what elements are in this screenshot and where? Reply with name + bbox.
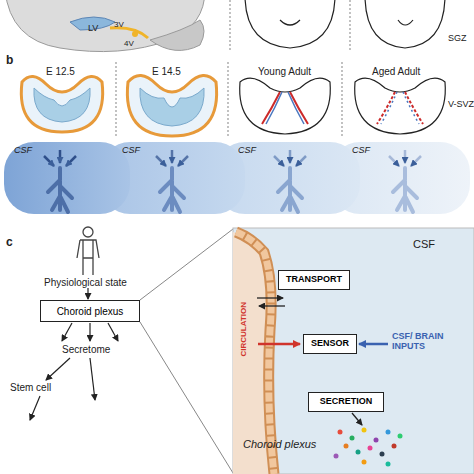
text-label: b <box>6 54 13 67</box>
embryo-section <box>21 75 216 136</box>
adult-section <box>116 62 445 138</box>
function-box: SECRETION <box>308 392 384 412</box>
box-text: SENSOR <box>311 339 349 349</box>
process-box: Choroid plexus <box>40 300 140 322</box>
csf-strip <box>4 142 470 214</box>
box-text: TRANSPORT <box>286 275 342 285</box>
inset-arrow <box>257 298 388 425</box>
coronal-section <box>230 0 445 50</box>
stem-cell <box>48 168 417 212</box>
text-label: Stem cell <box>10 382 51 393</box>
text-label: Secretome <box>62 344 110 355</box>
text-label: CIRCULATION <box>240 302 249 357</box>
text-label: 3V <box>114 21 124 30</box>
box-text: Choroid plexus <box>57 306 124 317</box>
text-label: CSF <box>238 146 256 156</box>
box-text: SECRETION <box>320 397 373 407</box>
text-label: 4V <box>124 40 134 49</box>
person-icon <box>77 227 99 275</box>
text-label: SGZ <box>448 34 467 44</box>
region-label: Choroid plexus <box>243 438 316 450</box>
text-label: LV <box>88 24 98 34</box>
function-box: SENSOR <box>303 334 357 354</box>
choroid-inset <box>233 228 474 474</box>
text-label: Young Adult <box>258 66 311 77</box>
text-label: Aged Adult <box>372 66 420 77</box>
text-label: CSF <box>352 146 370 156</box>
text-label: CSF <box>14 146 32 156</box>
text-label: V-SVZ <box>448 100 474 110</box>
text-label: E 14.5 <box>152 66 181 77</box>
sagittal-brain <box>5 0 205 52</box>
text-label: Physiological state <box>44 277 127 288</box>
inset-panel: CSF Choroid plexus TRANSPORT SENSOR SECRETIO… <box>233 228 474 474</box>
secreted-factors <box>334 428 403 467</box>
text-label: E 12.5 <box>46 66 75 77</box>
function-box: TRANSPORT <box>278 270 350 290</box>
text-label: c <box>6 236 13 249</box>
zoom-line <box>140 229 233 473</box>
region-label: CSF <box>413 238 435 250</box>
text-label: CSF <box>122 146 140 156</box>
text-label: CSF/ BRAIN INPUTS <box>392 332 454 352</box>
